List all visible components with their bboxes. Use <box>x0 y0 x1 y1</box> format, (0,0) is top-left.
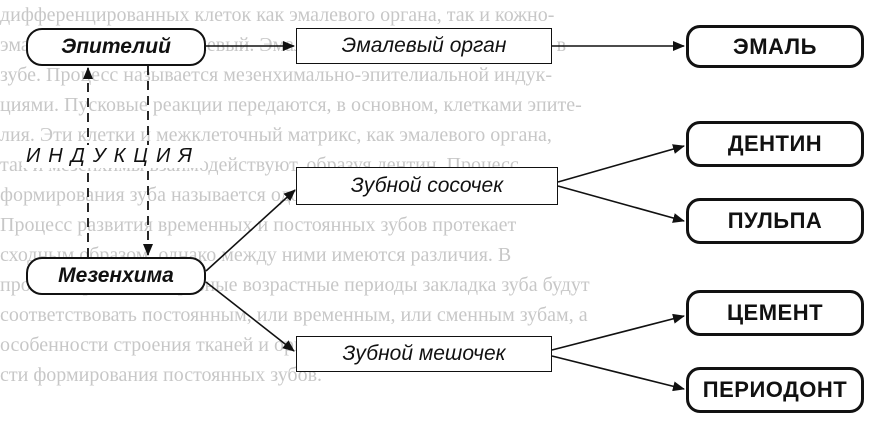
dentin-label: ДЕНТИН <box>727 131 823 156</box>
arrow-dental-papilla-to-pulp <box>557 185 685 223</box>
arrow-dental-sac-to-cement <box>551 313 685 351</box>
epithelium-label: Эпителий <box>61 35 171 58</box>
enamel-label: ЭМАЛЬ <box>733 33 817 59</box>
mesenchyme-label: Мезенхима <box>58 264 174 287</box>
periodont-box: ПЕРИОДОНТ <box>686 367 864 413</box>
cement-box: ЦЕМЕНТ <box>686 290 864 336</box>
background-text-line: дифференцированных клеток как эмалевого … <box>0 4 555 26</box>
arrow-dental-sac-to-periodont <box>551 355 685 392</box>
arrow-dental-papilla-to-dentin <box>557 144 685 183</box>
pulp-box: ПУЛЬПА <box>686 198 864 244</box>
epithelium-box: Эпителий <box>26 28 206 66</box>
periodont-label: ПЕРИОДОНТ <box>702 377 848 402</box>
background-text-line: Процесс развития временных и постоянных … <box>0 214 517 236</box>
dental-sac-box: Зубной мешочек <box>296 336 552 372</box>
enamel-organ-label: Эмалевый орган <box>341 34 507 57</box>
background-text-line: сти формирования постоянных зубов. <box>0 364 323 386</box>
background-text-line: циями. Пусковые реакции передаются, в ос… <box>0 94 582 116</box>
cement-label: ЦЕМЕНТ <box>726 300 824 325</box>
enamel-box: ЭМАЛЬ <box>686 25 864 68</box>
arrow-mesenchyme-to-dental-papilla <box>205 189 296 272</box>
pulp-label: ПУЛЬПА <box>727 208 823 233</box>
dental-sac-label: Зубной мешочек <box>342 342 506 365</box>
dental-papilla-label: Зубной сосочек <box>350 174 504 197</box>
dental-papilla-box: Зубной сосочек <box>296 167 558 205</box>
mesenchyme-box: Мезенхима <box>26 257 206 295</box>
enamel-organ-box: Эмалевый орган <box>296 28 552 64</box>
background-text-line: соответствовать постоянным, или временны… <box>0 304 588 326</box>
arrow-mesenchyme-to-dental-sac <box>205 281 295 352</box>
background-text-line: зубе. Процесс называется мезенхимально-э… <box>0 64 553 86</box>
dentin-box: ДЕНТИН <box>686 121 864 167</box>
background-text-line: лия. Эти клетки и межклеточный матрикс, … <box>0 124 552 146</box>
induction-label: ИНДУКЦИЯ <box>22 145 204 168</box>
